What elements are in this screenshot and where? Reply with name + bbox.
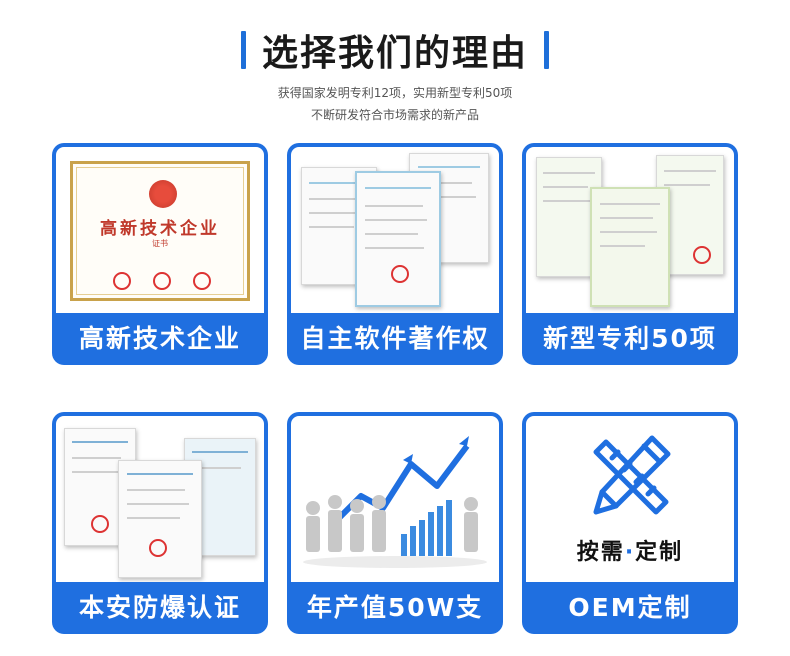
cert-subtitle: 证书 (152, 239, 168, 248)
oem-slogan: 按需·定制 (526, 534, 734, 566)
card-annual-output[interactable]: 年产值50W支 (287, 412, 503, 634)
card-label: 新型专利50项 (543, 324, 717, 353)
subtitle: 获得国家发明专利12项，实用新型专利50项 不断研发符合市场需求的新产品 (0, 82, 790, 126)
growth-chart-icon (303, 436, 487, 568)
gold-certificate: 高新技术企业 证书 (70, 161, 250, 301)
title-bar-left (240, 31, 246, 69)
stamp-icon (113, 272, 131, 290)
card-label: 本安防爆认证 (78, 593, 241, 622)
card-image (291, 147, 499, 313)
card-label: 自主软件著作权 (300, 324, 490, 353)
card-label: OEM定制 (568, 593, 692, 622)
card-high-tech[interactable]: 高新技术企业 证书 高新技术企业 (52, 143, 268, 365)
stamp-icon (193, 272, 211, 290)
flame-logo-icon (149, 180, 177, 208)
stamp-icon (149, 539, 167, 557)
stamp-icon (153, 272, 171, 290)
card-image: 按需·定制 (526, 416, 734, 582)
card-software-copyright[interactable]: 自主软件著作权 (287, 143, 503, 365)
page-title: 选择我们的理由 (261, 33, 528, 74)
oem-slogan-dot: · (624, 540, 636, 565)
title-bar-right (544, 31, 549, 69)
cert-title: 高新技术企业 (100, 219, 220, 239)
oem-slogan-part1: 按需 (576, 540, 625, 565)
card-explosion-proof[interactable]: 本安防爆认证 (52, 412, 268, 634)
card-image: 高新技术企业 证书 (56, 147, 264, 313)
stamp-icon (693, 246, 711, 264)
stamp-icon (91, 515, 109, 533)
title-row: 选择我们的理由 (0, 24, 790, 76)
card-oem[interactable]: 按需·定制 OEM定制 (522, 412, 738, 634)
card-image (526, 147, 734, 313)
stamp-icon (391, 265, 409, 283)
card-image (291, 416, 499, 582)
document-icon (590, 187, 670, 307)
oem-slogan-part2: 定制 (635, 540, 684, 565)
subtitle-line-1: 获得国家发明专利12项，实用新型专利50项 (277, 86, 513, 100)
card-label: 年产值50W支 (306, 593, 484, 622)
document-icon (355, 171, 441, 307)
card-utility-patents[interactable]: 新型专利50项 (522, 143, 738, 365)
ruler-pencil-icon (593, 435, 671, 515)
subtitle-line-2: 不断研发符合市场需求的新产品 (310, 108, 479, 122)
card-label: 高新技术企业 (78, 324, 241, 353)
document-icon (118, 460, 202, 578)
card-image (56, 416, 264, 582)
header: 选择我们的理由 获得国家发明专利12项，实用新型专利50项 不断研发符合市场需求… (0, 24, 790, 126)
